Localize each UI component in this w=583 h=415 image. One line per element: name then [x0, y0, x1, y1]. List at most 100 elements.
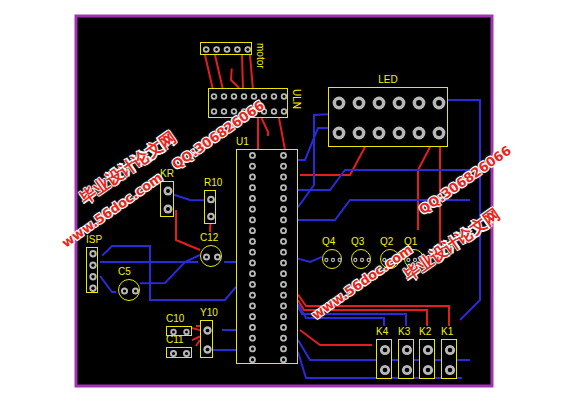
drill-hole	[282, 261, 285, 264]
pad	[281, 108, 287, 114]
drill-hole	[251, 326, 254, 329]
drill-hole	[273, 110, 276, 113]
pads	[420, 340, 436, 380]
drill-hole	[436, 100, 442, 106]
pad	[89, 250, 96, 257]
pads	[442, 340, 458, 380]
pads	[201, 43, 253, 56]
pad	[203, 46, 210, 53]
drill-hole	[416, 130, 422, 136]
component: K4	[376, 326, 392, 379]
pad	[89, 262, 96, 269]
pad	[221, 108, 227, 114]
pads	[167, 348, 193, 359]
pad	[249, 292, 256, 299]
component: Y10	[200, 307, 218, 358]
drill-hole	[448, 348, 453, 353]
component: C5	[118, 266, 140, 301]
drill-hole	[436, 130, 442, 136]
silkscreen-label: C12	[200, 232, 218, 245]
pad	[183, 329, 189, 335]
drill-hole	[251, 315, 254, 318]
drill-hole	[172, 352, 175, 355]
pad	[280, 249, 287, 256]
pad	[214, 253, 221, 260]
pad	[280, 195, 287, 202]
footprint	[441, 339, 457, 379]
drill-hole	[273, 95, 276, 98]
component: K3	[398, 326, 414, 379]
copper-trace	[102, 246, 236, 300]
drill-hole	[253, 95, 256, 98]
pad	[249, 152, 256, 159]
drill-hole	[383, 348, 388, 353]
drill-hole	[356, 100, 362, 106]
pad	[249, 259, 256, 266]
drill-hole	[354, 259, 356, 261]
pad	[280, 270, 287, 277]
drill-hole	[336, 130, 342, 136]
pad	[280, 313, 287, 320]
pad	[281, 93, 287, 99]
pad	[249, 216, 256, 223]
drill-hole	[282, 337, 285, 340]
drill-hole	[205, 48, 208, 51]
pad	[280, 302, 287, 309]
drill-hole	[361, 259, 363, 261]
drill-hole	[405, 368, 410, 373]
drill-hole	[251, 208, 254, 211]
pad	[207, 213, 215, 221]
component: ISP	[86, 234, 102, 293]
silkscreen-label: Y10	[200, 307, 218, 320]
pad	[213, 46, 220, 53]
pad	[203, 326, 211, 334]
pad	[280, 345, 287, 352]
drill-hole	[282, 208, 285, 211]
pad	[423, 365, 433, 375]
footprint	[376, 339, 392, 379]
drill-hole	[332, 259, 334, 261]
pad	[324, 258, 328, 262]
pad	[249, 335, 256, 342]
pad	[211, 108, 217, 114]
drill-hole	[223, 95, 226, 98]
component: C10	[166, 313, 192, 336]
drill-hole	[396, 100, 402, 106]
drill-hole	[251, 347, 254, 350]
drill-hole	[246, 48, 249, 51]
drill-hole	[251, 304, 254, 307]
pad	[249, 227, 256, 234]
drill-hole	[251, 165, 254, 168]
pad	[244, 46, 251, 53]
pad	[280, 206, 287, 213]
pad	[207, 196, 215, 204]
silkscreen-label: K3	[398, 326, 410, 339]
pad	[280, 227, 287, 234]
silkscreen-label: Q4	[322, 236, 335, 249]
drill-hole	[134, 289, 137, 292]
copper-trace	[261, 118, 268, 136]
pads	[377, 340, 393, 380]
pad	[271, 108, 277, 114]
pads	[323, 250, 343, 270]
pad	[423, 345, 433, 355]
drill-hole	[336, 100, 342, 106]
footprint	[166, 347, 192, 358]
drill-hole	[339, 259, 341, 261]
pad	[367, 258, 371, 262]
footprint	[118, 279, 140, 301]
footprint	[200, 320, 213, 358]
pad	[224, 46, 231, 53]
drill-hole	[91, 275, 94, 278]
drill-hole	[243, 95, 246, 98]
footprint	[200, 42, 252, 55]
pad	[241, 93, 247, 99]
pad	[433, 97, 446, 110]
drill-hole	[416, 100, 422, 106]
silkscreen-label: ISP	[86, 234, 102, 247]
pad	[353, 258, 357, 262]
footprint	[351, 249, 371, 269]
pad	[353, 97, 366, 110]
drill-hole	[251, 197, 254, 200]
pad	[249, 184, 256, 191]
